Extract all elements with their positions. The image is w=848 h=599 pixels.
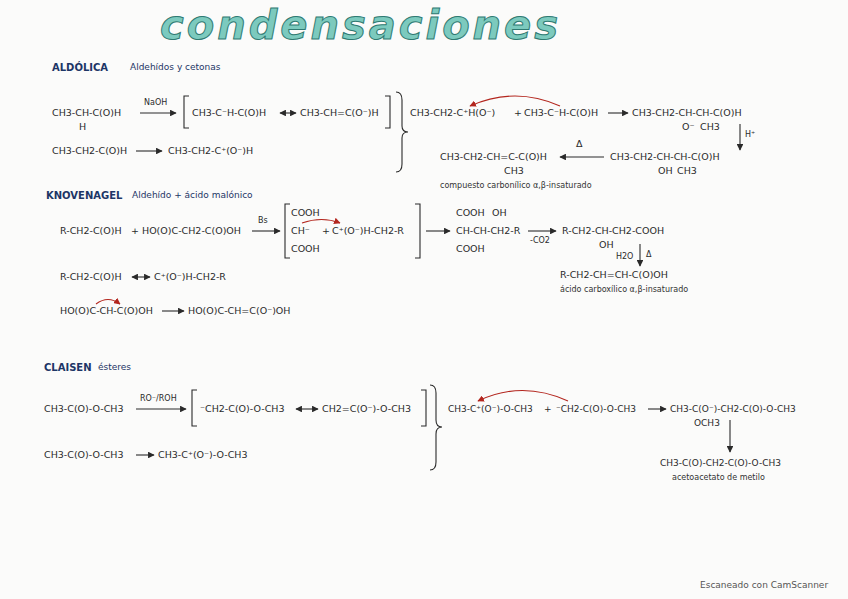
chem-formula: CH3-CH2-C⁺H(O⁻) xyxy=(410,108,495,119)
chem-formula: CH3 xyxy=(700,122,720,133)
section-subtitle: Aldehído + ácido malónico xyxy=(132,190,253,200)
chem-formula: H2O xyxy=(616,252,633,261)
chem-formula: CH2=C(O⁻)-O-CH3 xyxy=(322,404,411,415)
chem-formula: OH xyxy=(599,240,614,251)
chem-formula: + xyxy=(514,108,522,119)
chem-formula: OH xyxy=(658,166,673,177)
chem-formula: COOH xyxy=(456,208,485,219)
chem-formula: R-CH2-C(O)H xyxy=(60,272,122,283)
reaction-arrow xyxy=(639,244,640,266)
bracket xyxy=(415,204,420,258)
reaction-arrow xyxy=(162,310,184,311)
chem-formula: CH3-CH2-CH-CH-C(O)H xyxy=(632,108,742,119)
scanner-watermark: Escaneado con CamScanner xyxy=(700,580,828,590)
chem-formula: CH3-C⁻H-C(O)H xyxy=(192,108,266,119)
chem-formula: CH3-C(O⁻)-CH2-C(O)-O-CH3 xyxy=(670,404,796,414)
chem-formula: COOH xyxy=(291,244,320,255)
chem-formula: Bs xyxy=(258,216,268,225)
resonance-arrow xyxy=(296,408,318,409)
chem-formula: CH3-CH=C(O⁻)H xyxy=(300,108,379,119)
bracket xyxy=(385,96,390,128)
chem-formula: + xyxy=(131,226,139,237)
resonance-arrow xyxy=(280,112,296,113)
chem-formula: CH3 xyxy=(677,166,697,177)
reaction-arrow xyxy=(608,112,628,113)
section-subtitle: Aldehídos y cetonas xyxy=(130,62,221,72)
chem-formula: H⁺ xyxy=(745,130,755,139)
chem-formula: CH3-CH2-CH=C-C(O)H xyxy=(440,152,547,163)
chem-formula: OCH3 xyxy=(694,418,720,428)
reaction-arrow xyxy=(136,454,154,455)
electron-arrow xyxy=(478,391,568,402)
chem-formula: O⁻ xyxy=(682,122,695,133)
reaction-arrow xyxy=(560,156,604,157)
brace xyxy=(430,385,442,470)
chem-formula: CH3-CH2-C(O)H xyxy=(52,146,127,157)
bracket xyxy=(192,390,197,426)
reaction-arrow xyxy=(729,420,730,452)
chem-formula: -CO2 xyxy=(530,236,550,245)
chem-formula: CH3-C(O)-O-CH3 xyxy=(44,450,123,461)
chem-formula: OH xyxy=(492,208,507,219)
electron-arrow xyxy=(96,300,120,305)
chem-formula: CH3-CH-C(O)H xyxy=(52,108,121,119)
reaction-arrow xyxy=(136,150,162,151)
reaction-arrow xyxy=(648,408,666,409)
reaction-arrow xyxy=(426,230,450,231)
chem-formula: CH3-CH2-CH-CH-C(O)H xyxy=(610,152,720,163)
chem-formula: R-CH2-CH-CH2-COOH xyxy=(562,226,664,237)
electron-arrow xyxy=(470,96,560,106)
chem-formula: R-CH2-CH=CH-C(O)OH xyxy=(560,270,668,281)
chem-formula: RO⁻/ROH xyxy=(140,394,177,403)
brace xyxy=(396,92,408,172)
reaction-arrow xyxy=(136,408,186,409)
chem-formula: ⁻CH2-C(O)-O-CH3 xyxy=(556,404,636,414)
chem-formula: HO(O)C-CH2-C(O)OH xyxy=(142,226,241,237)
chem-formula: C⁺(O⁻)H-CH2-R xyxy=(154,272,226,283)
reaction-arrow xyxy=(528,230,556,231)
chem-formula: HO(O)C-CH-C(O)OH xyxy=(60,306,153,317)
chem-formula: + xyxy=(544,404,552,414)
chem-formula: R-CH2-C(O)H xyxy=(60,226,122,237)
page-title: condensaciones xyxy=(160,2,561,48)
chem-formula: Δ xyxy=(576,139,583,150)
chem-formula: NaOH xyxy=(144,98,167,107)
chem-formula: CH3-C(O)-CH2-C(O)-O-CH3 xyxy=(660,458,781,468)
chem-formula: + xyxy=(322,226,330,237)
reaction-arrow xyxy=(739,124,740,150)
chem-formula: COOH xyxy=(291,208,320,219)
product-note: ácido carboxílico α,β-insaturado xyxy=(560,285,688,294)
section-heading: CLAISEN xyxy=(44,362,92,374)
chem-formula: CH⁻ xyxy=(291,226,310,237)
resonance-arrow xyxy=(132,276,150,277)
chem-formula: C⁺(O⁻)H-CH2-R xyxy=(332,226,404,237)
bracket xyxy=(285,204,290,258)
chem-formula: CH3-C⁺(O⁻)-O-CH3 xyxy=(158,450,248,461)
chem-formula: CH3 xyxy=(504,166,524,177)
product-note: compuesto carbonílico α,β-insaturado xyxy=(440,181,592,190)
chem-formula: CH3-C⁻H-C(O)H xyxy=(524,108,598,119)
bracket xyxy=(421,390,426,426)
chem-formula: Δ xyxy=(646,250,651,259)
chem-formula: CH3-C⁺(O⁻)-O-CH3 xyxy=(448,404,533,414)
chem-formula: COOH xyxy=(456,244,485,255)
chem-formula: CH-CH-CH2-R xyxy=(456,226,520,237)
product-note: acetoacetato de metilo xyxy=(672,473,765,482)
chem-formula: CH3-CH2-C⁺(O⁻)H xyxy=(168,146,253,157)
section-heading: KNOVENAGEL xyxy=(46,190,122,202)
electron-arrow xyxy=(302,220,340,224)
chem-formula: H xyxy=(79,122,86,133)
chem-formula: HO(O)C-CH=C(O⁻)OH xyxy=(188,306,290,317)
reaction-arrow xyxy=(252,230,280,231)
chem-formula: CH3-C(O)-O-CH3 xyxy=(44,404,123,415)
section-heading: ALDÓLICA xyxy=(52,62,108,74)
reaction-arrow xyxy=(140,112,176,113)
bracket xyxy=(184,96,189,128)
section-subtitle: ésteres xyxy=(98,362,131,372)
chem-formula: ⁻CH2-C(O)-O-CH3 xyxy=(200,404,284,415)
